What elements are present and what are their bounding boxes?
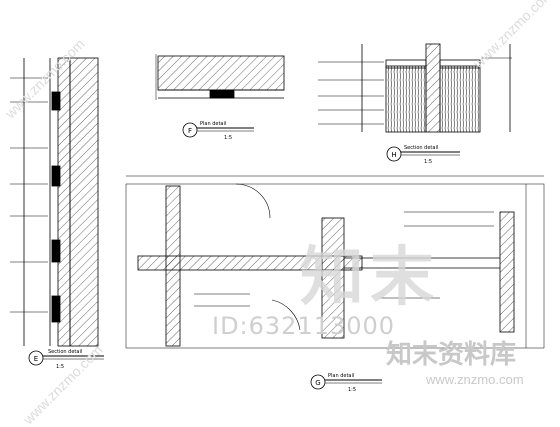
detail-g (125, 175, 545, 349)
detail-f-scale: 1:5 (224, 135, 232, 141)
detail-h-title (386, 146, 460, 162)
detail-g-marker: G (315, 379, 320, 387)
detail-e (10, 57, 99, 347)
detail-f (155, 54, 285, 100)
detail-e-title (28, 350, 104, 366)
detail-e-scale: 1:5 (56, 364, 64, 370)
detail-e-marker: E (34, 355, 38, 363)
detail-e-caption: Section detail (48, 349, 82, 355)
detail-f-caption: Plan detail (200, 121, 226, 127)
detail-h-marker: H (391, 151, 396, 159)
detail-h (318, 43, 512, 133)
detail-h-scale: 1:5 (424, 159, 432, 165)
detail-f-title (182, 122, 254, 138)
detail-g-title (310, 374, 382, 390)
detail-h-caption: Section detail (404, 145, 438, 151)
detail-g-scale: 1:5 (348, 387, 356, 393)
detail-labels: E Section detail 1:5 F Plan detail 1:5 H… (34, 121, 438, 393)
detail-g-caption: Plan detail (328, 373, 354, 379)
detail-f-marker: F (188, 127, 192, 135)
